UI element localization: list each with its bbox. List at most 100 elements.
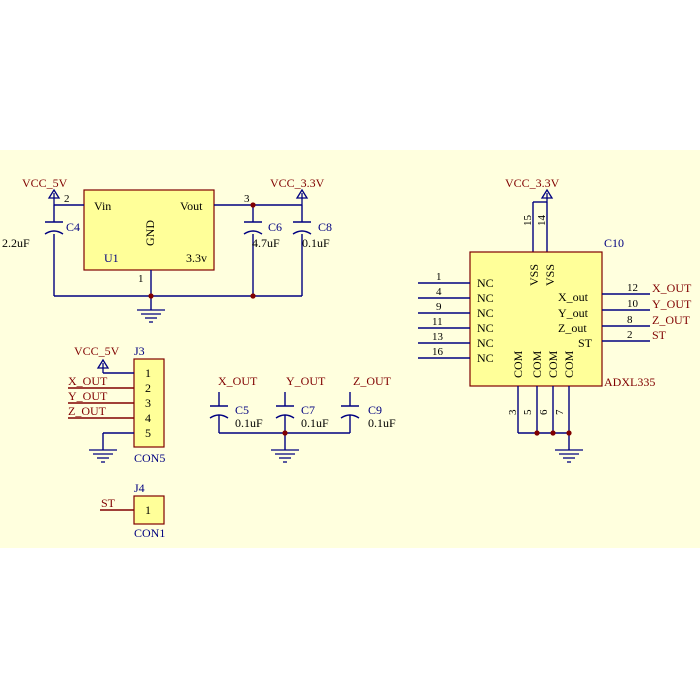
j3-pin-num: 5 <box>145 426 151 440</box>
filter-ground-symbol <box>271 449 299 463</box>
filter-cap-value: 0.1uF <box>235 416 263 430</box>
adxl335-body <box>469 251 603 387</box>
sensor-left-pin-num: 16 <box>432 346 444 358</box>
sensor-bottom-pin-name: COM <box>530 350 544 378</box>
filter-cap-value: 0.1uF <box>368 416 396 430</box>
sensor-left-pin-num: 1 <box>436 271 442 283</box>
sensor-net-x-out: X_OUT <box>652 281 692 295</box>
u1-pin-gnd-label: GND <box>143 220 157 246</box>
sensor-top-pin-name: VSS <box>527 264 541 286</box>
sensor-right-pins: 12 10 8 2 X_out Y_out Z_out ST X_OUT Y_O… <box>558 281 692 350</box>
svg-text:C6: C6 <box>268 220 282 234</box>
sensor-bottom-pins: COM COM COM COM 3 5 6 7 <box>507 350 576 450</box>
sensor-right-pin-num: 12 <box>627 282 638 294</box>
filter-net-y-out: Y_OUT <box>286 374 326 388</box>
sensor-right-pin-num: 10 <box>627 298 639 310</box>
vcc-5v-label: VCC_5V <box>22 176 68 190</box>
vcc-5v-power-symbol: VCC_5V <box>22 176 68 205</box>
j4-pin-num: 1 <box>145 503 151 517</box>
sensor-ground-symbol <box>555 449 583 463</box>
sensor-left-pin-name: NC <box>477 321 494 335</box>
sensor-left-pins: 1 4 9 11 13 16 NC NC NC NC NC NC <box>418 271 494 365</box>
sensor-bottom-pin-name: COM <box>562 350 576 378</box>
sensor-left-pin-num: 13 <box>432 331 444 343</box>
sensor-bottom-pin-num: 7 <box>554 409 566 415</box>
adxl335-section: VCC_3.3V C10 ADXL335 15 14 VSS VSS 1 4 9… <box>418 176 692 463</box>
j3-net-x-out: X_OUT <box>68 374 108 388</box>
regulator-ground-symbol <box>137 309 165 323</box>
j3-vcc-label: VCC_5V <box>74 344 120 358</box>
u1-pin-vout-label: Vout <box>180 199 203 213</box>
j4-net-st: ST <box>101 496 116 510</box>
j3-net-y-out: Y_OUT <box>68 389 108 403</box>
vcc-3v3-label: VCC_3.3V <box>270 176 325 190</box>
sensor-bottom-pin-name: COM <box>511 350 525 378</box>
sensor-top-pin-num: 14 <box>536 215 548 227</box>
sensor-left-pin-name: NC <box>477 336 494 350</box>
sensor-ref: C10 <box>604 236 624 250</box>
filter-capacitors: X_OUT Y_OUT Z_OUT C5 0.1uF C7 0.1uF C9 0… <box>209 374 396 463</box>
j4-body <box>133 495 165 525</box>
sensor-net-st: ST <box>652 328 667 342</box>
j3-type: CON5 <box>134 451 165 465</box>
sensor-left-pin-num: 4 <box>436 286 442 298</box>
sensor-part: ADXL335 <box>604 375 655 389</box>
sensor-supply-label: VCC_3.3V <box>505 176 560 190</box>
u1-pin-num-gnd: 1 <box>138 273 144 285</box>
header-j4: J4 ST 1 CON1 <box>100 481 165 540</box>
sensor-right-pin-name: ST <box>578 336 593 350</box>
j3-pin-num: 4 <box>145 411 151 425</box>
u1-pin-num-vin: 2 <box>64 193 70 205</box>
filter-cap-value: 0.1uF <box>301 416 329 430</box>
sensor-left-pin-name: NC <box>477 276 494 290</box>
sensor-right-pin-num: 2 <box>627 329 633 341</box>
sensor-right-pin-name: X_out <box>558 290 589 304</box>
j4-ref: J4 <box>134 481 145 495</box>
j3-vcc-5v-symbol: VCC_5V <box>74 344 120 373</box>
sensor-left-pin-name: NC <box>477 306 494 320</box>
u1-ref: U1 <box>104 251 119 265</box>
sensor-right-pin-name: Z_out <box>558 321 587 335</box>
sensor-bottom-pin-num: 6 <box>538 409 550 415</box>
capacitor-c6: C6 4.7uF <box>243 220 282 250</box>
vcc-3v3-power-symbol: VCC_3.3V <box>270 176 325 205</box>
u1-pin-vin-label: Vin <box>94 199 111 213</box>
filter-cap-ref: C5 <box>235 403 249 417</box>
j3-pin-num: 1 <box>145 366 151 380</box>
u1-regulator-body <box>83 189 215 271</box>
header-j3: VCC_5V J3 X_OUT Y_OUT Z_OUT 1 2 3 4 5 CO… <box>68 344 165 465</box>
filter-cap-ref: C7 <box>301 403 315 417</box>
sensor-left-pin-name: NC <box>477 351 494 365</box>
sensor-right-pin-name: Y_out <box>558 306 589 320</box>
u1-pin-num-vout: 3 <box>244 193 250 205</box>
sensor-vcc-3v3-symbol: VCC_3.3V <box>505 176 560 202</box>
sensor-left-pin-num: 9 <box>436 301 442 313</box>
j3-ground-symbol <box>89 449 117 463</box>
capacitor-c4: C4 2.2uF <box>2 220 80 250</box>
j3-net-z-out: Z_OUT <box>68 404 107 418</box>
sensor-left-pin-name: NC <box>477 291 494 305</box>
svg-text:2.2uF: 2.2uF <box>2 236 30 250</box>
filter-cap-ref: C9 <box>368 403 382 417</box>
sensor-net-y-out: Y_OUT <box>652 297 692 311</box>
sensor-top-pin-num: 15 <box>522 215 534 227</box>
svg-text:0.1uF: 0.1uF <box>302 236 330 250</box>
j3-body <box>133 358 165 448</box>
sensor-net-z-out: Z_OUT <box>652 313 691 327</box>
capacitor-c8: C8 0.1uF <box>292 220 332 250</box>
filter-net-x-out: X_OUT <box>218 374 258 388</box>
svg-text:C4: C4 <box>66 220 80 234</box>
sensor-top-pin-name: VSS <box>543 264 557 286</box>
j4-type: CON1 <box>134 526 165 540</box>
sensor-right-pin-num: 8 <box>627 314 633 326</box>
j3-pin-num: 2 <box>145 381 151 395</box>
j3-pin-num: 3 <box>145 396 151 410</box>
sensor-bottom-pin-num: 3 <box>507 409 519 415</box>
sensor-left-pin-num: 11 <box>432 316 443 328</box>
regulator-section: VCC_5V Vin Vout GND U1 3.3v 2 3 1 VCC_3.… <box>2 176 332 323</box>
j3-ref: J3 <box>134 344 145 358</box>
filter-net-z-out: Z_OUT <box>353 374 392 388</box>
sensor-bottom-pin-num: 5 <box>522 409 534 415</box>
sensor-bottom-pin-name: COM <box>546 350 560 378</box>
svg-text:C8: C8 <box>318 220 332 234</box>
